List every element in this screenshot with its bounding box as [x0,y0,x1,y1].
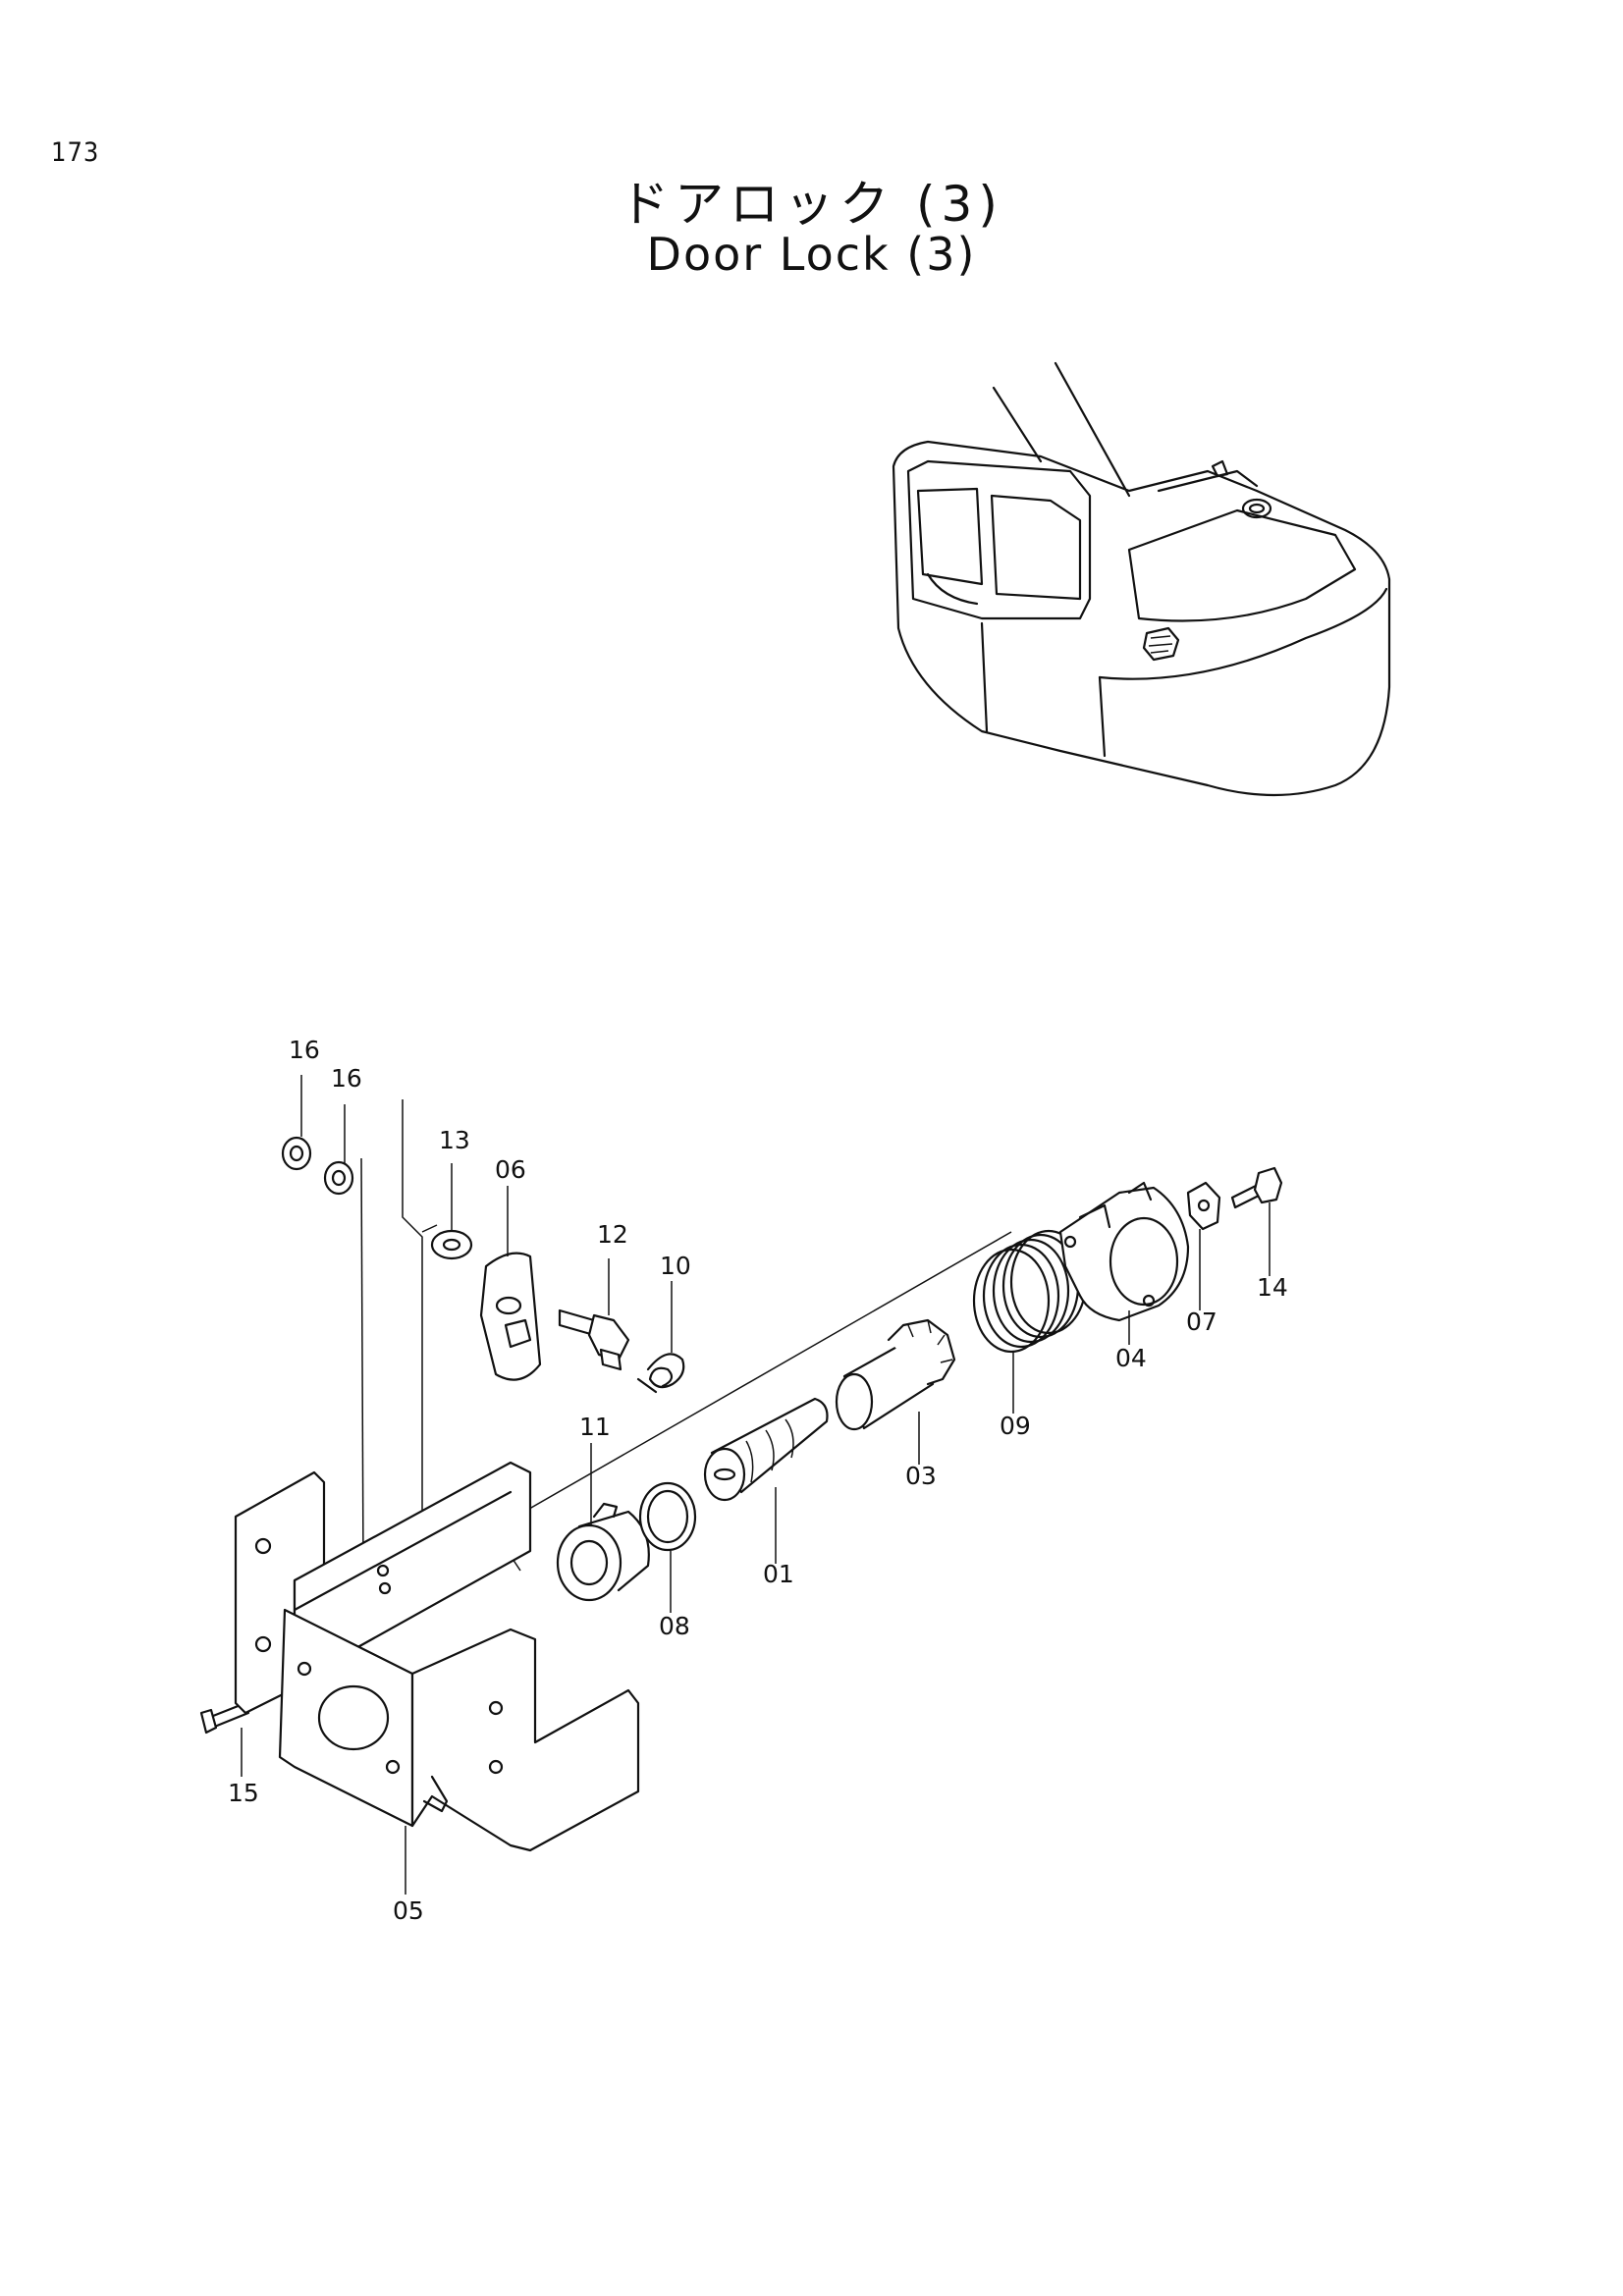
callout-15: 15 [228,1779,259,1807]
callout-16-b: 16 [331,1064,362,1093]
callout-09: 09 [1000,1412,1031,1440]
callout-03: 03 [905,1462,937,1490]
part-07-plate [1186,1181,1221,1231]
part-11-collar [556,1502,650,1602]
page-title-english: Door Lock (3) [646,228,977,281]
page-title-japanese: ドアロック (3) [620,176,1003,233]
part-03-sleeve [835,1318,956,1431]
part-05-bracket [234,1461,640,1852]
callout-11: 11 [579,1413,611,1441]
part-15-screw [199,1701,250,1735]
callout-01: 01 [763,1560,794,1588]
part-04-housing [1058,1181,1190,1322]
part-10-spring [636,1353,685,1394]
part-01-lock-cylinder [703,1397,829,1502]
callout-07: 07 [1186,1308,1217,1336]
callout-08: 08 [659,1612,690,1640]
callout-12: 12 [597,1220,628,1249]
callout-labels: 16 16 13 06 12 10 11 01 08 03 09 04 07 1… [228,1036,1288,1925]
callout-06: 06 [495,1155,526,1184]
part-12-bolt [558,1308,630,1371]
excavator-location-view [892,361,1391,797]
part-13-washer [430,1229,473,1260]
part-16-nut-a [281,1136,312,1171]
leader-lines [241,1075,1271,1895]
part-06-latch-plate [479,1252,542,1381]
callout-10: 10 [660,1252,691,1280]
callout-05: 05 [393,1896,424,1925]
callout-13: 13 [439,1126,470,1154]
callout-16-a: 16 [289,1036,320,1064]
part-08-ring [638,1481,697,1552]
callout-14: 14 [1257,1273,1288,1302]
page-number: 173 [51,137,100,168]
part-14-bolt [1230,1166,1283,1209]
part-16-nut-b [323,1160,354,1196]
callout-04: 04 [1115,1344,1147,1372]
